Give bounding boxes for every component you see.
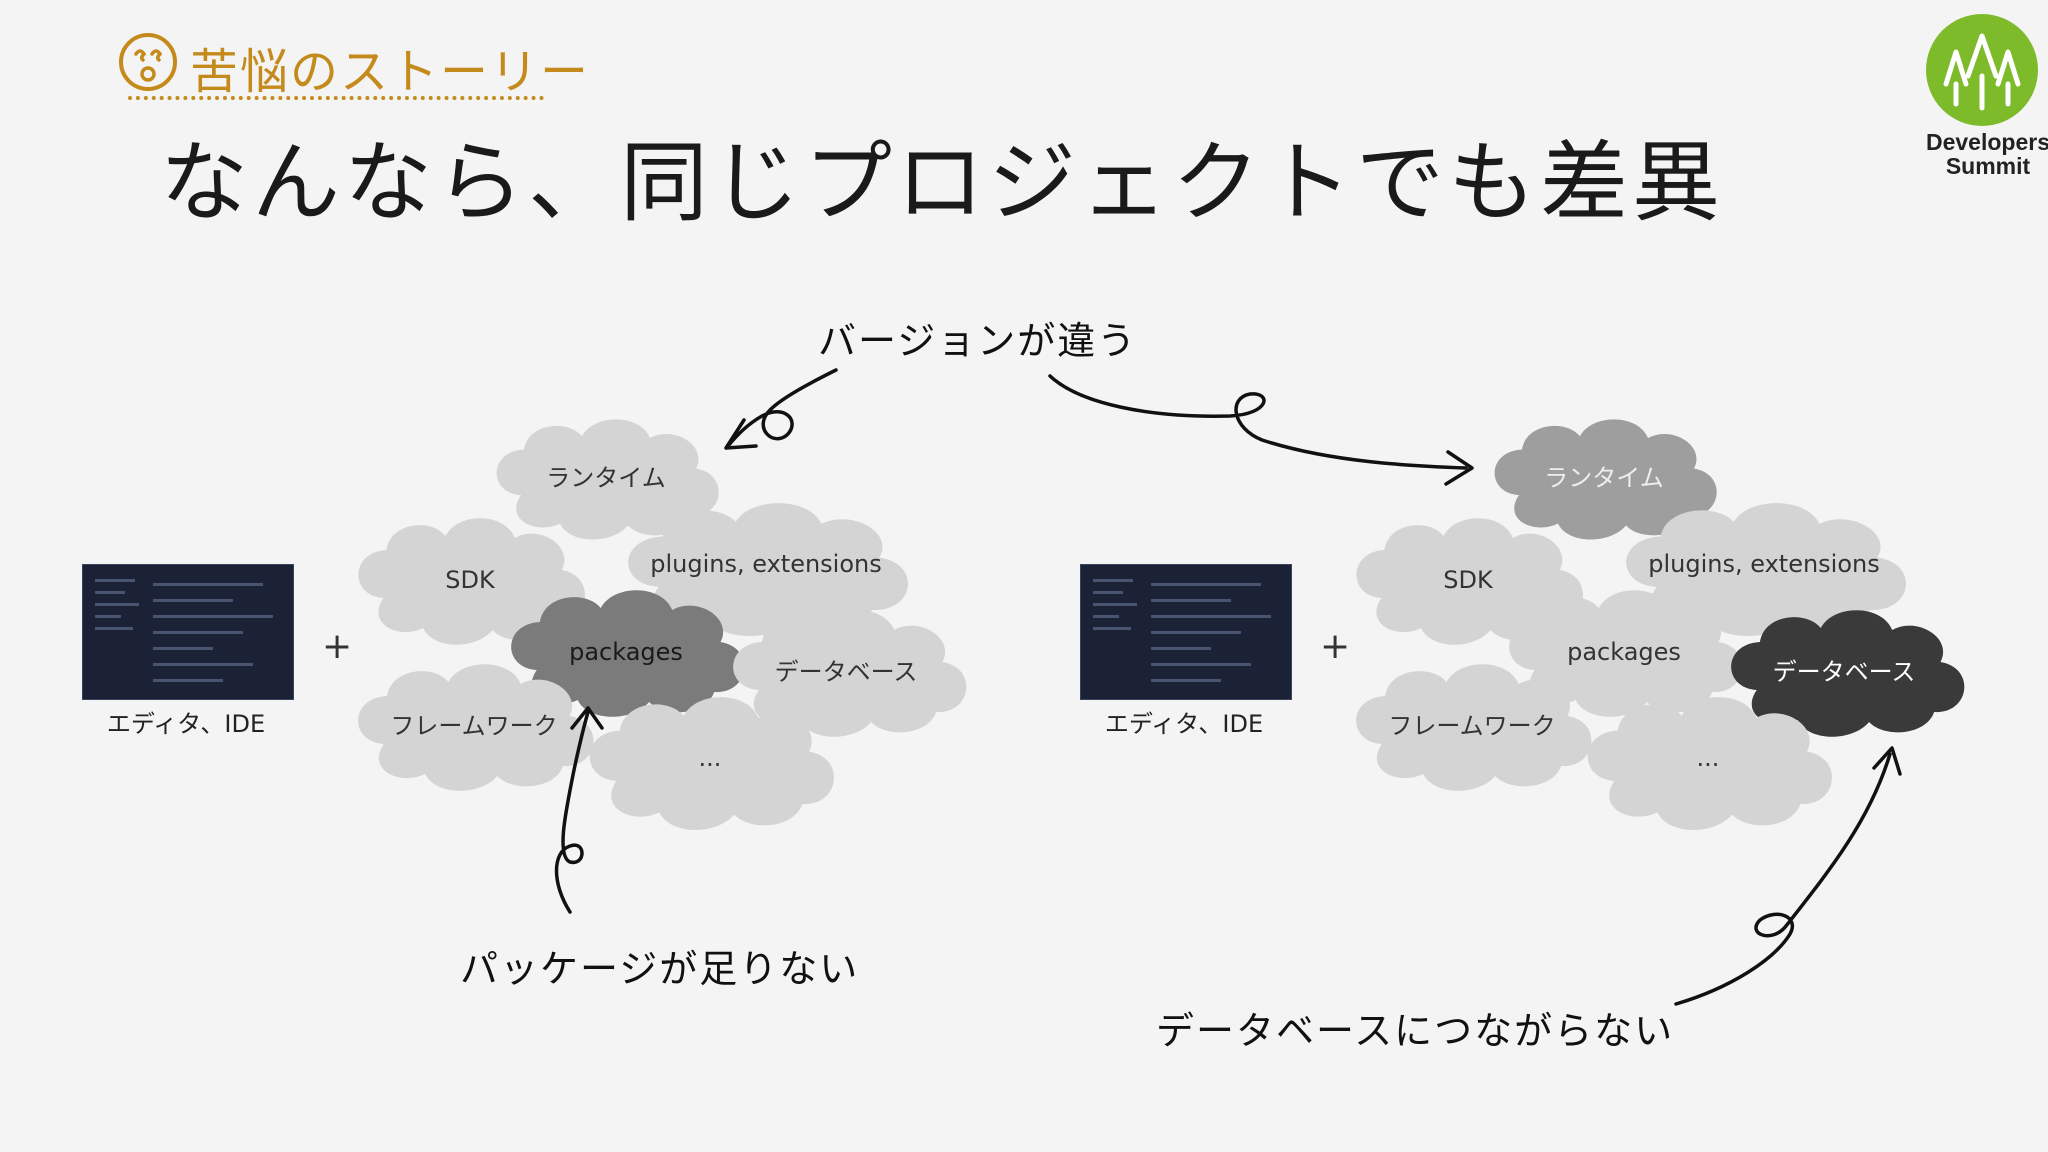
cloud-label-sdk-left: SDK [445, 566, 496, 594]
callout-package-missing: パッケージが足りない [460, 947, 860, 991]
section-underline [128, 96, 544, 100]
cloud-label-packages-right: packages [1567, 638, 1681, 666]
cloud-label-framework-left: フレームワーク [390, 712, 557, 740]
arrow-version-to-right-runtime [1048, 374, 1468, 470]
cloud-label-plugins-left: plugins, extensions [650, 550, 882, 578]
cloud-label-sdk-right: SDK [1443, 566, 1494, 594]
arrow-head-database [1872, 746, 1902, 776]
logo-wordmark: Developers Summit [1908, 130, 2048, 178]
cloud-label-database-right: データベース [1773, 658, 1916, 686]
arrow-db-to-database [1674, 752, 1892, 1006]
worried-face-icon [119, 33, 177, 91]
callout-version-differs: バージョンが違う [818, 319, 1138, 363]
cloud-label-more-right: ... [1697, 744, 1720, 772]
developers-summit-logo-icon [1926, 14, 2038, 126]
editor-screenshot-right [1080, 564, 1292, 700]
editor-caption-right: エディタ、IDE [1104, 710, 1264, 738]
cloud-label-database-left: データベース [775, 658, 918, 686]
cloud-label-more-left: ... [699, 744, 722, 772]
editor-caption-left: エディタ、IDE [106, 710, 266, 738]
logo-line-1: Developers [1925, 129, 2048, 155]
callout-db-not-connecting: データベースにつながらない [1156, 1009, 1675, 1053]
cloud-label-runtime-left: ランタイム [546, 464, 666, 492]
page-title: なんなら、同じプロジェクトでも差異 [160, 131, 1725, 234]
plus-sign-left: + [322, 626, 353, 667]
left-cloud-group: ランタイム SDK plugins, extensions packages デ… [358, 419, 967, 830]
arrow-version-to-left-runtime [726, 368, 838, 448]
cloud-label-plugins-right: plugins, extensions [1648, 550, 1880, 578]
arrow-missing-to-packages [554, 710, 590, 914]
plus-sign-right: + [1320, 626, 1351, 667]
cloud-label-packages-left: packages [569, 638, 683, 666]
arrow-head-right-runtime [1444, 450, 1474, 486]
cloud-label-framework-right: フレームワーク [1388, 712, 1555, 740]
right-cloud-group: ランタイム SDK plugins, extensions packages デ… [1356, 419, 1965, 830]
arrow-head-left-runtime [724, 418, 758, 450]
editor-screenshot-left [82, 564, 294, 700]
section-label: 苦悩のストーリー [190, 44, 591, 100]
cloud-label-runtime-right: ランタイム [1544, 464, 1664, 492]
arrow-head-packages [570, 706, 604, 730]
logo-line-2: Summit [1945, 153, 2031, 179]
